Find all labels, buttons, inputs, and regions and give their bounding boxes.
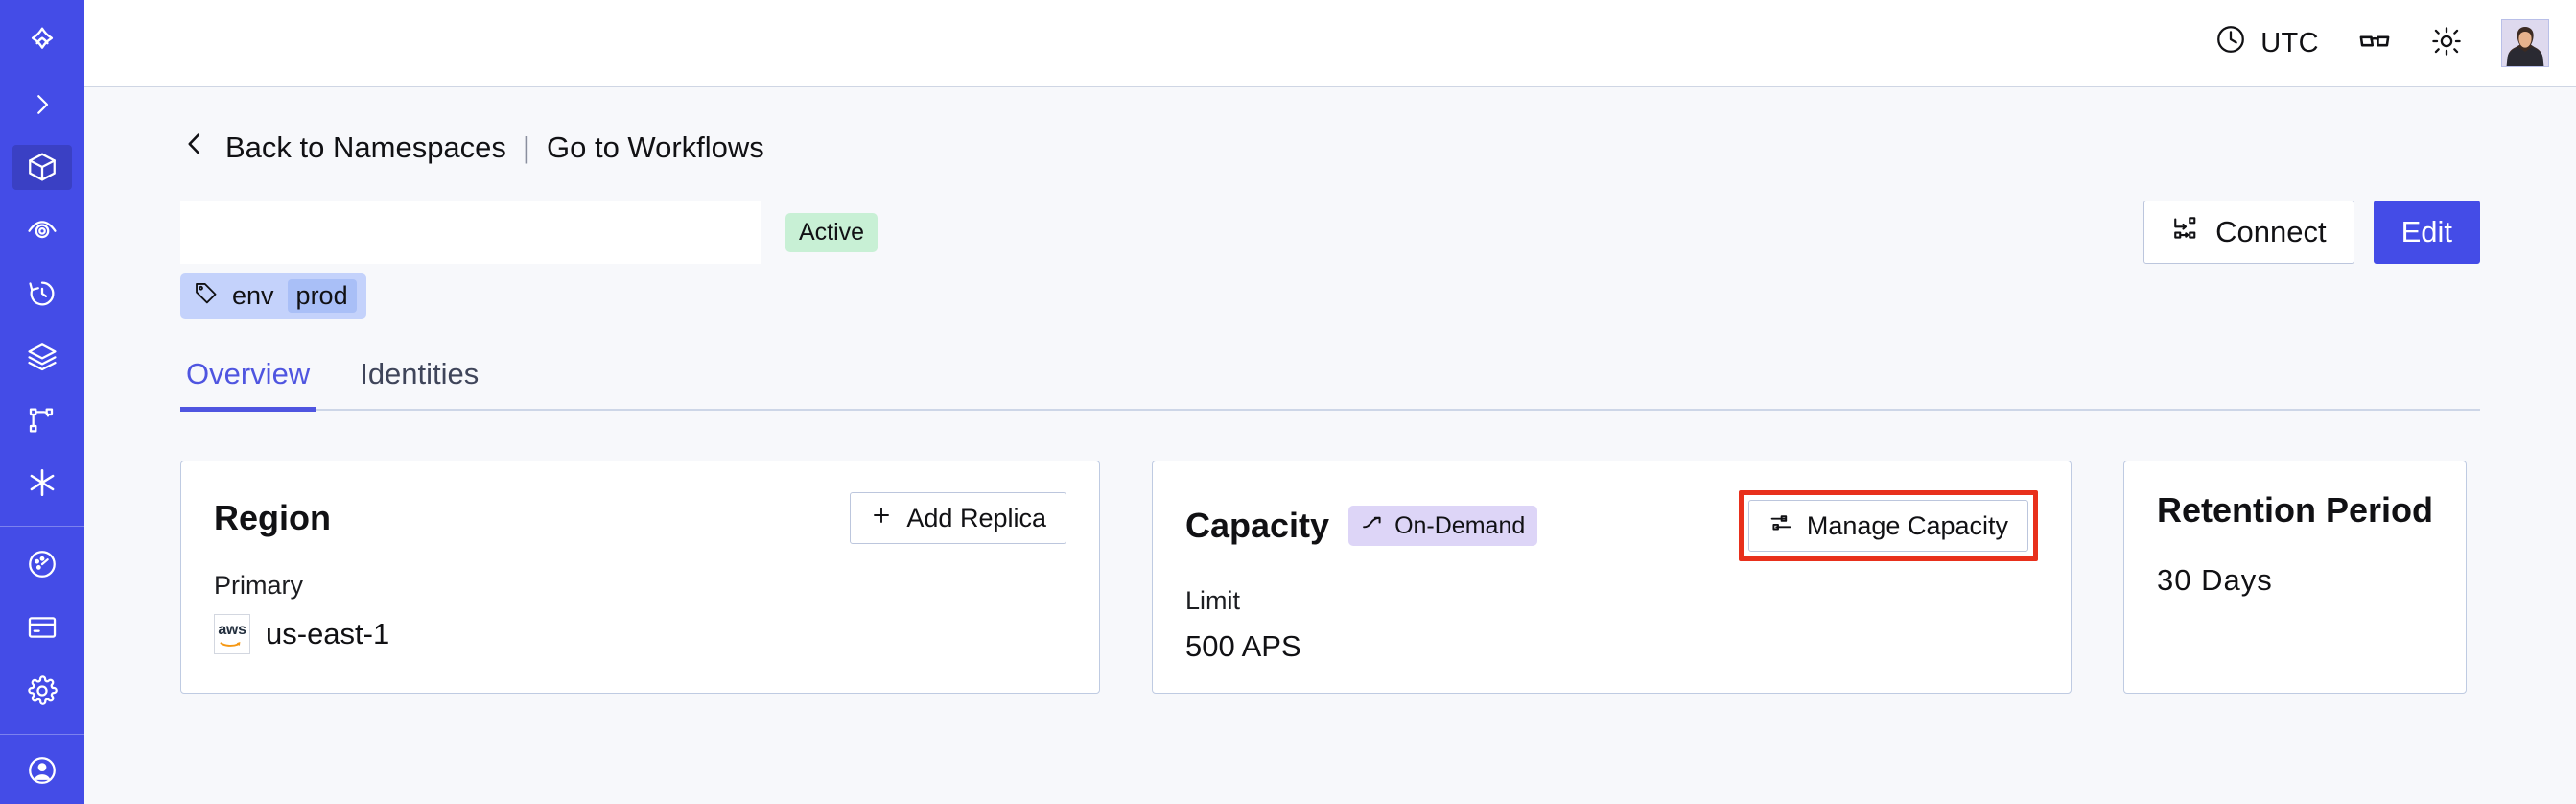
retention-card-title: Retention Period	[2157, 490, 2434, 530]
status-badge: Active	[785, 212, 878, 252]
add-replica-label: Add Replica	[906, 503, 1046, 532]
gauge-icon	[26, 548, 59, 580]
capacity-card: Capacity On-Demand	[1152, 461, 2072, 694]
temporal-logo-icon	[25, 24, 59, 59]
add-replica-button[interactable]: Add Replica	[850, 492, 1066, 544]
connect-button-label: Connect	[2215, 215, 2327, 248]
region-primary-label: Primary	[214, 571, 303, 600]
aws-logo-text: aws	[218, 621, 246, 638]
sidebar-item-schedules[interactable]	[12, 271, 72, 317]
region-primary-value: aws us-east-1	[214, 614, 1066, 654]
clock-rewind-icon	[26, 277, 59, 310]
namespace-title	[180, 201, 761, 264]
timezone-label: UTC	[2260, 27, 2319, 59]
chevron-left-icon[interactable]	[180, 130, 209, 166]
sidebar-item-layers[interactable]	[12, 334, 72, 380]
sidebar-item-account[interactable]	[12, 748, 72, 795]
sidebar-item-billing[interactable]	[12, 604, 72, 650]
main-area: UTC	[84, 0, 2576, 804]
tab-identities[interactable]: Identities	[360, 357, 480, 390]
chevron-right-icon	[28, 90, 57, 119]
tab-overview[interactable]: Overview	[180, 357, 316, 412]
retention-value: 30 Days	[2157, 563, 2273, 597]
manage-capacity-label: Manage Capacity	[1806, 510, 2008, 540]
sliders-icon	[1768, 510, 1793, 542]
sidebar-item-settings[interactable]	[12, 668, 72, 714]
git-branch-icon	[27, 405, 58, 436]
namespace-header: Active	[180, 201, 2480, 264]
overview-cards: Region Add Replica Primary	[180, 461, 2480, 694]
breadcrumb-back-link[interactable]: Back to Namespaces	[225, 130, 506, 164]
connect-button[interactable]: Connect	[2143, 201, 2354, 264]
gear-icon	[26, 674, 59, 707]
sidebar-item-workflows[interactable]	[12, 397, 72, 443]
glasses-icon	[2357, 24, 2392, 63]
theme-toggle-button[interactable]	[2430, 25, 2463, 62]
timezone-selector[interactable]: UTC	[2214, 23, 2319, 63]
manage-capacity-highlight: Manage Capacity	[1738, 490, 2038, 561]
user-circle-icon	[26, 754, 59, 787]
plus-icon	[870, 504, 893, 533]
manage-capacity-button[interactable]: Manage Capacity	[1747, 500, 2028, 552]
namespace-tag[interactable]: env prod	[180, 273, 366, 319]
sidebar-item-observability[interactable]	[12, 207, 72, 253]
eye-icon	[26, 214, 59, 247]
tab-bar: Overview Identities	[180, 357, 2480, 412]
sidebar-divider-top	[0, 526, 84, 528]
region-card-title: Region	[214, 498, 331, 537]
edit-button[interactable]: Edit	[2373, 201, 2480, 264]
capacity-card-title: Capacity	[1185, 506, 1330, 545]
sun-icon	[2430, 25, 2463, 62]
sidebar-item-logo[interactable]	[12, 18, 72, 64]
edit-button-label: Edit	[2400, 215, 2452, 248]
sidebar-item-nexus[interactable]	[12, 461, 72, 507]
sidebar-item-namespaces[interactable]	[12, 144, 72, 191]
retention-card: Retention Period 30 Days	[2123, 461, 2468, 694]
clock-icon	[2214, 23, 2247, 63]
tag-value: prod	[287, 279, 357, 313]
user-avatar[interactable]	[2501, 19, 2549, 67]
layers-icon	[26, 341, 59, 373]
capacity-limit-label: Limit	[1185, 586, 1241, 615]
capacity-mode-label: On-Demand	[1394, 511, 1526, 539]
asterisk-icon	[25, 465, 59, 500]
primary-sidebar	[0, 0, 84, 804]
top-bar: UTC	[84, 0, 2576, 87]
trending-up-icon	[1361, 510, 1385, 541]
region-card: Region Add Replica Primary	[180, 461, 1100, 694]
sidebar-item-expand[interactable]	[12, 82, 72, 128]
page-content: Back to Namespaces | Go to Workflows Act…	[84, 87, 2576, 694]
cube-icon	[26, 151, 59, 183]
tag-key: env	[232, 281, 274, 310]
tag-icon	[194, 280, 219, 312]
capacity-limit-value: 500 APS	[1185, 629, 1301, 663]
sidebar-divider-bottom	[0, 733, 84, 735]
breadcrumb-divider: |	[522, 130, 530, 164]
capacity-mode-badge: On-Demand	[1348, 506, 1538, 546]
sidebar-item-usage[interactable]	[12, 541, 72, 587]
breadcrumb-workflows-link[interactable]: Go to Workflows	[546, 130, 764, 164]
docs-button[interactable]	[2357, 24, 2392, 63]
region-name: us-east-1	[266, 617, 390, 650]
breadcrumb: Back to Namespaces | Go to Workflows	[180, 130, 2480, 166]
connect-workflow-icon	[2171, 214, 2200, 250]
credit-card-icon	[26, 611, 59, 644]
aws-logo: aws	[214, 614, 250, 654]
